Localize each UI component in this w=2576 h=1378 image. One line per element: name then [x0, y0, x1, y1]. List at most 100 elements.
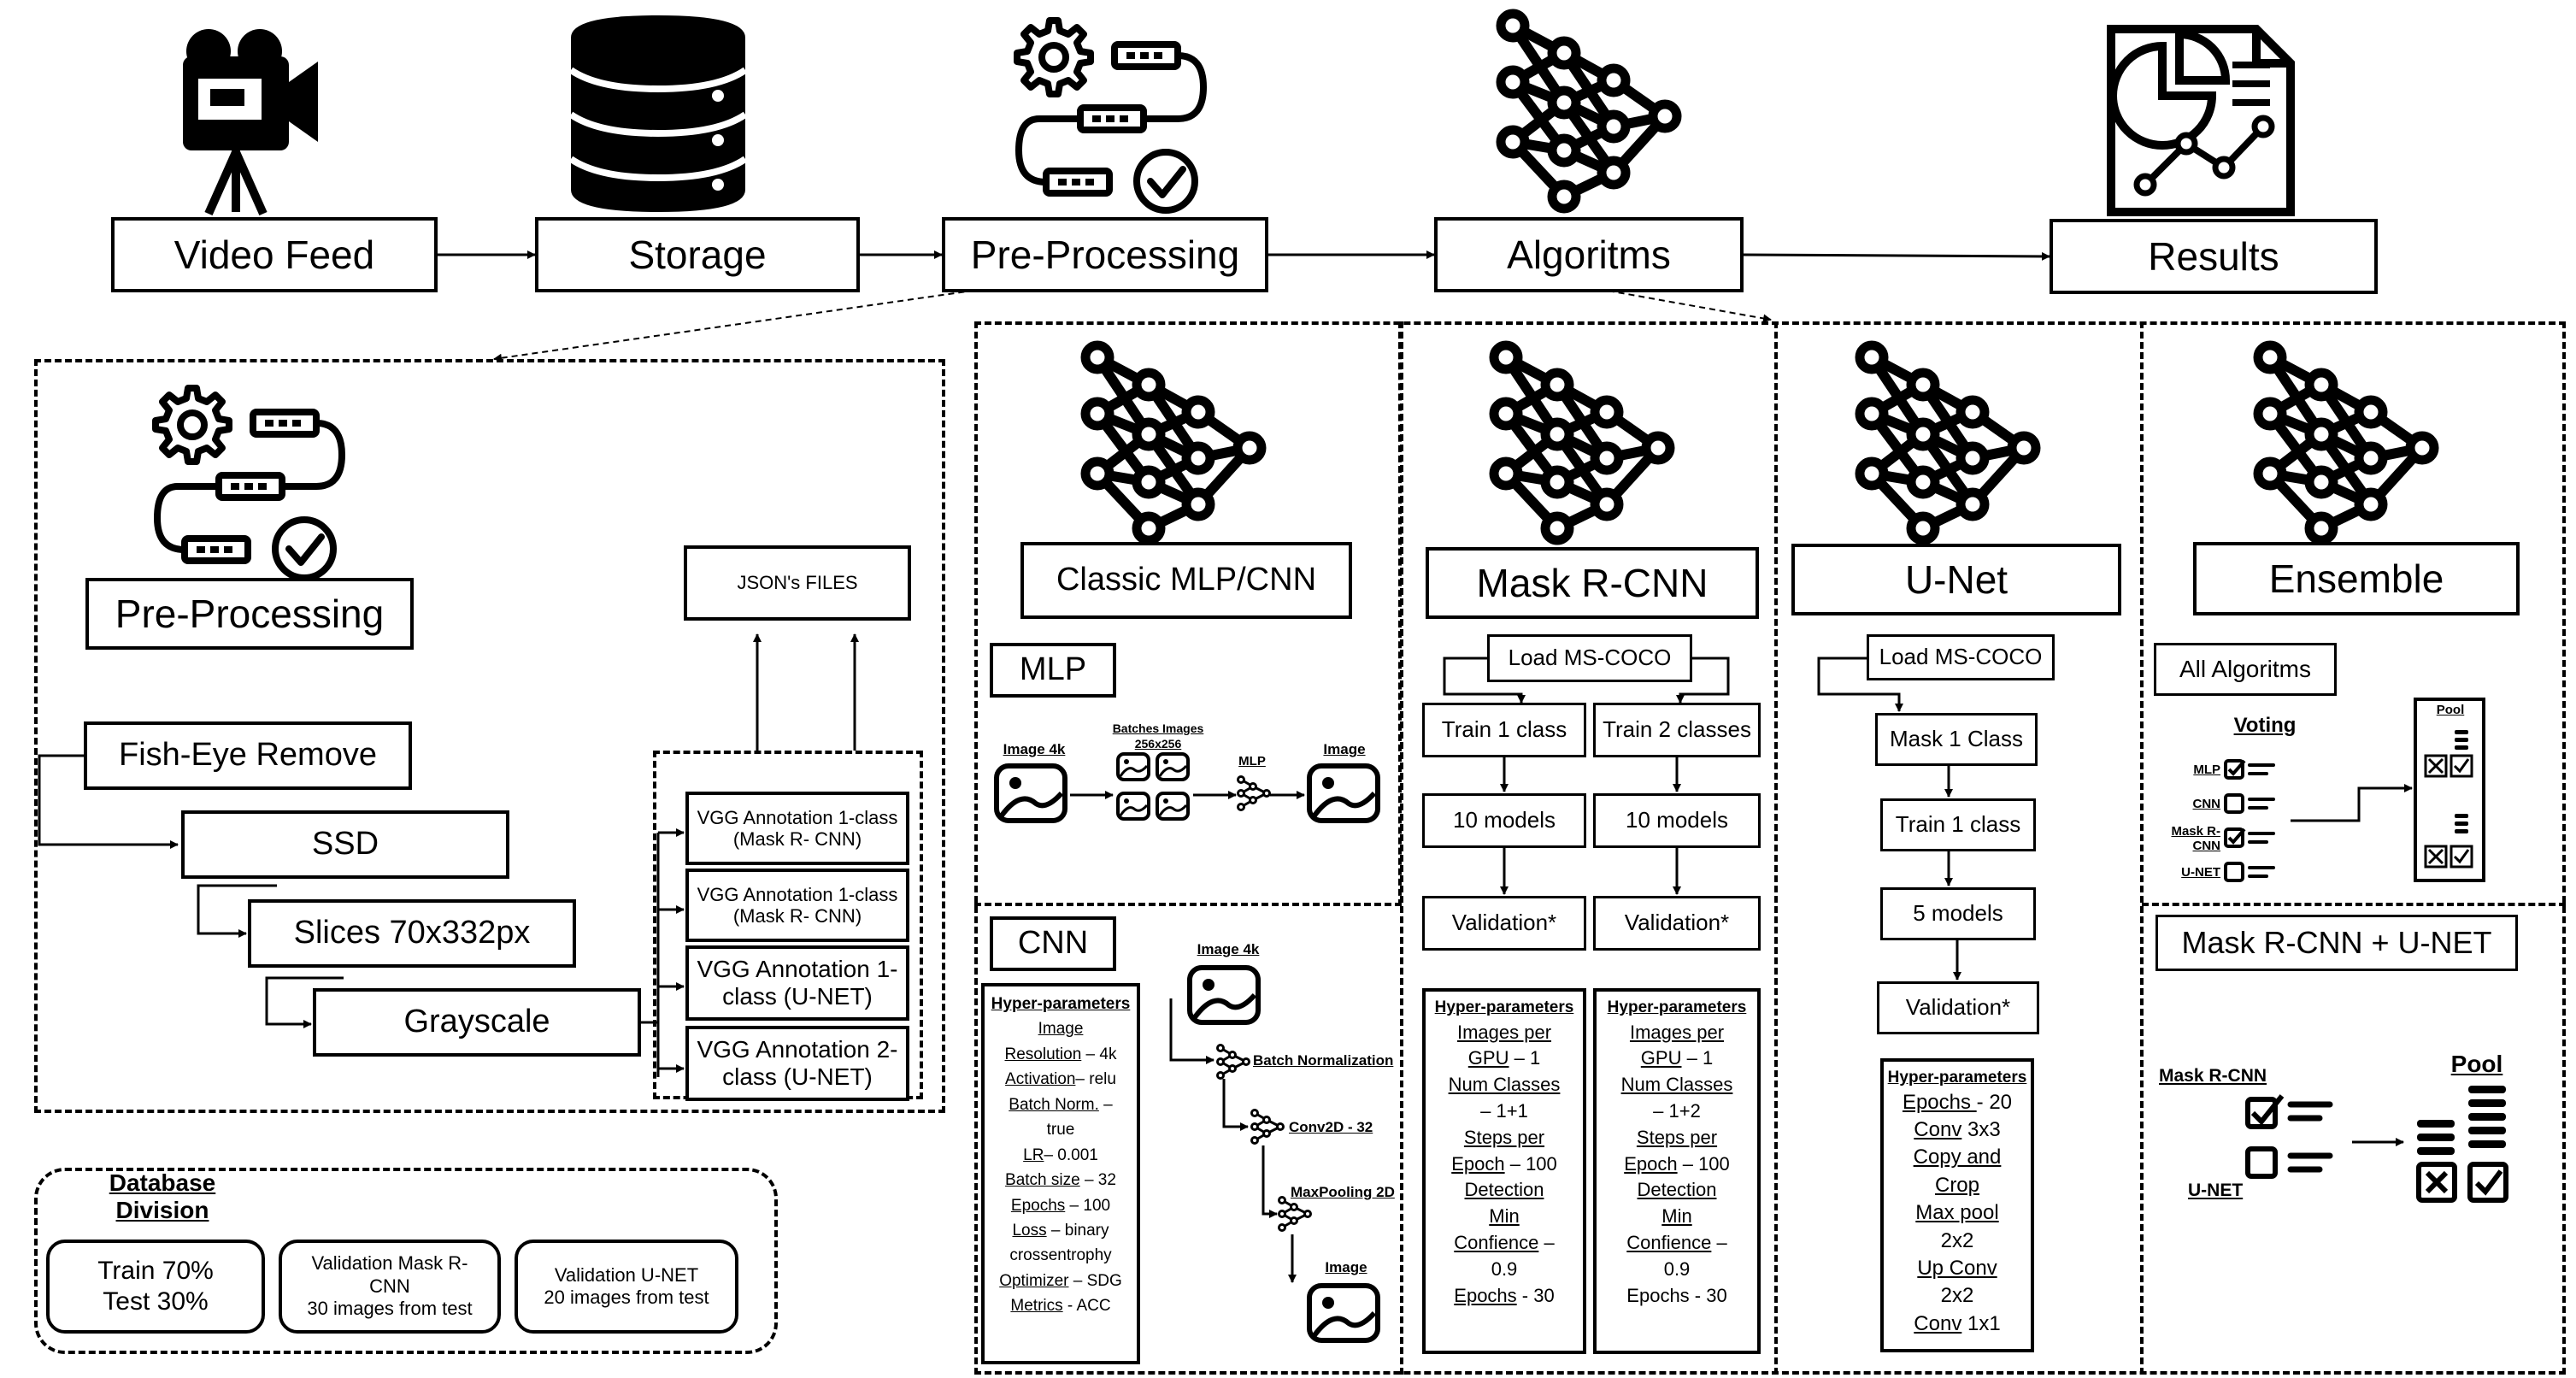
- hp-line: Crop: [1884, 1172, 2031, 1199]
- hp-line: Resolution – 4k: [985, 1042, 1137, 1067]
- vgg-annotation-3: VGG Annotation 1-class (U-NET): [685, 945, 909, 1021]
- hp-value: – 32: [1079, 1171, 1116, 1190]
- hp-key: Confience: [1454, 1231, 1539, 1253]
- hp-key: Crop: [1934, 1173, 1980, 1197]
- hp-line: Up Conv: [1884, 1255, 2031, 1282]
- hp-line: Max pool: [1884, 1199, 2031, 1227]
- ssd-box: SSD: [181, 810, 509, 879]
- hp-key: Epoch: [1624, 1152, 1678, 1175]
- hp-line: Epoch – 100: [1597, 1151, 1757, 1178]
- pool-panel-icon: [2414, 698, 2485, 882]
- conv2d-label: Conv2D - 32: [1289, 1119, 1373, 1136]
- hp-value: 0.9: [1491, 1257, 1518, 1280]
- results-box: Results: [2050, 219, 2378, 294]
- mask-val1-box: Validation*: [1422, 896, 1586, 951]
- hp-value: crossentrophy: [1009, 1246, 1112, 1265]
- mask-train2-box: Train 2 classes: [1593, 703, 1761, 757]
- vgg-annotation-2: VGG Annotation 1-class (Mask R- CNN): [685, 869, 909, 942]
- mlp-batches-label: Batches Images: [1112, 721, 1204, 735]
- hp-line: Confience –: [1597, 1230, 1757, 1257]
- mask-load-coco-box: Load MS-COCO: [1487, 634, 1692, 682]
- hp-line: Loss – binary: [985, 1218, 1137, 1243]
- hp-line: GPU – 1: [1426, 1045, 1583, 1072]
- hp-value: –: [1711, 1231, 1727, 1253]
- hp-value: 3x3: [1961, 1118, 2001, 1142]
- hp-value: 1x1: [1961, 1311, 2001, 1335]
- hp-key: GPU: [1640, 1047, 1682, 1069]
- hp-key: Images per: [1629, 1021, 1725, 1043]
- hp-key: Conv: [1914, 1118, 1962, 1142]
- hp-line: Detection: [1426, 1177, 1583, 1204]
- json-files-label: JSON's FILES: [737, 572, 858, 594]
- algorithms-box: Algoritms: [1434, 217, 1744, 292]
- storage-label: Storage: [628, 232, 767, 277]
- hp-key: Optimizer: [999, 1271, 1069, 1290]
- mask-hp2-title: Hyper-parameters: [1607, 998, 1747, 1016]
- hp-value: – 1: [1509, 1047, 1541, 1069]
- hp-key: Epochs: [1454, 1284, 1517, 1306]
- hp-key: Min: [1489, 1205, 1520, 1228]
- report-chart-icon: [2107, 25, 2295, 216]
- mask-models2-box: 10 models: [1593, 793, 1761, 848]
- preprocessing-gear-icon: [1017, 21, 1203, 210]
- mask-val2-box: Validation*: [1593, 896, 1761, 951]
- combo-title: Mask R-CNN + U-NET: [2181, 925, 2492, 961]
- all-algorithms-label: All Algoritms: [2179, 655, 2312, 682]
- hp-key: Resolution: [1004, 1045, 1082, 1063]
- hp-key: GPU: [1467, 1047, 1509, 1069]
- hp-key: Epochs: [1010, 1196, 1066, 1215]
- hp-value: – SDG: [1068, 1271, 1122, 1290]
- hp-line: LR– 0.001: [985, 1143, 1137, 1168]
- zoom-connectors: [493, 288, 1772, 362]
- hp-value: - 20: [1976, 1090, 2013, 1114]
- vote-unet-label: U-NET: [2181, 865, 2220, 880]
- mlp-mini-label: MLP: [1238, 754, 1266, 769]
- preprocessing-panel-title-text: Pre-Processing: [115, 591, 385, 636]
- combo-title-box: Mask R-CNN + U-NET: [2155, 915, 2518, 971]
- hp-value: – 100: [1065, 1196, 1111, 1215]
- hp-value: –: [1538, 1231, 1555, 1253]
- hp-line: Steps per: [1426, 1125, 1583, 1151]
- validation-mask-box: Validation Mask R-CNN 30 images from tes…: [279, 1240, 501, 1334]
- hp-line: 2x2: [1884, 1282, 2031, 1310]
- validation-unet-label: Validation U-NET: [554, 1263, 699, 1286]
- hp-key: Confience: [1626, 1231, 1712, 1253]
- cnn-hp-title: Hyper-parameters: [991, 995, 1131, 1013]
- unet-models-box: 5 models: [1880, 887, 2036, 940]
- hp-value: – binary: [1046, 1221, 1109, 1240]
- test-label: Test 30%: [103, 1287, 209, 1316]
- hp-line: Metrics - ACC: [985, 1293, 1137, 1318]
- unet-val-label: Validation*: [1905, 994, 2011, 1021]
- algorithms-panel: [974, 321, 2566, 1375]
- hp-value: true: [1046, 1121, 1075, 1140]
- hp-line: – 1+2: [1597, 1098, 1757, 1125]
- unet-train-box: Train 1 class: [1880, 798, 2036, 851]
- unet-title-box: U-Net: [1791, 544, 2121, 615]
- hp-line: true: [985, 1117, 1137, 1142]
- vgg-annotation-1-label: VGG Annotation 1-class (Mask R- CNN): [697, 806, 898, 850]
- video-camera-icon: [183, 29, 318, 216]
- unet-mask-label: Mask 1 Class: [1889, 726, 2024, 752]
- neural-network-icon: [1501, 14, 1677, 209]
- hp-line: Epochs - 30: [1597, 1283, 1757, 1310]
- pre-processing-box: Pre-Processing: [942, 217, 1268, 292]
- grayscale-box: Grayscale: [313, 988, 641, 1057]
- unet-load-coco-box: Load MS-COCO: [1867, 634, 2055, 680]
- fish-eye-label: Fish-Eye Remove: [119, 737, 377, 774]
- hp-key: Num Classes: [1448, 1074, 1561, 1096]
- classic-title-box: Classic MLP/CNN: [1020, 542, 1352, 619]
- hp-key: Detection: [1464, 1179, 1544, 1201]
- video-feed-label: Video Feed: [173, 232, 375, 277]
- voting-label: Voting: [2233, 714, 2297, 738]
- hp-line: Epochs - 20: [1884, 1089, 2031, 1116]
- train-test-box: Train 70% Test 30%: [46, 1240, 265, 1334]
- vgg-annotation-3-label: VGG Annotation 1-class (U-NET): [697, 955, 898, 1010]
- hp-key: Image: [1038, 1020, 1084, 1039]
- hp-value: Epochs - 30: [1626, 1284, 1727, 1306]
- mask-rcnn-arrows: [1443, 657, 1730, 895]
- unet-mask-box: Mask 1 Class: [1875, 713, 2038, 766]
- ensemble-section: [2142, 321, 2566, 906]
